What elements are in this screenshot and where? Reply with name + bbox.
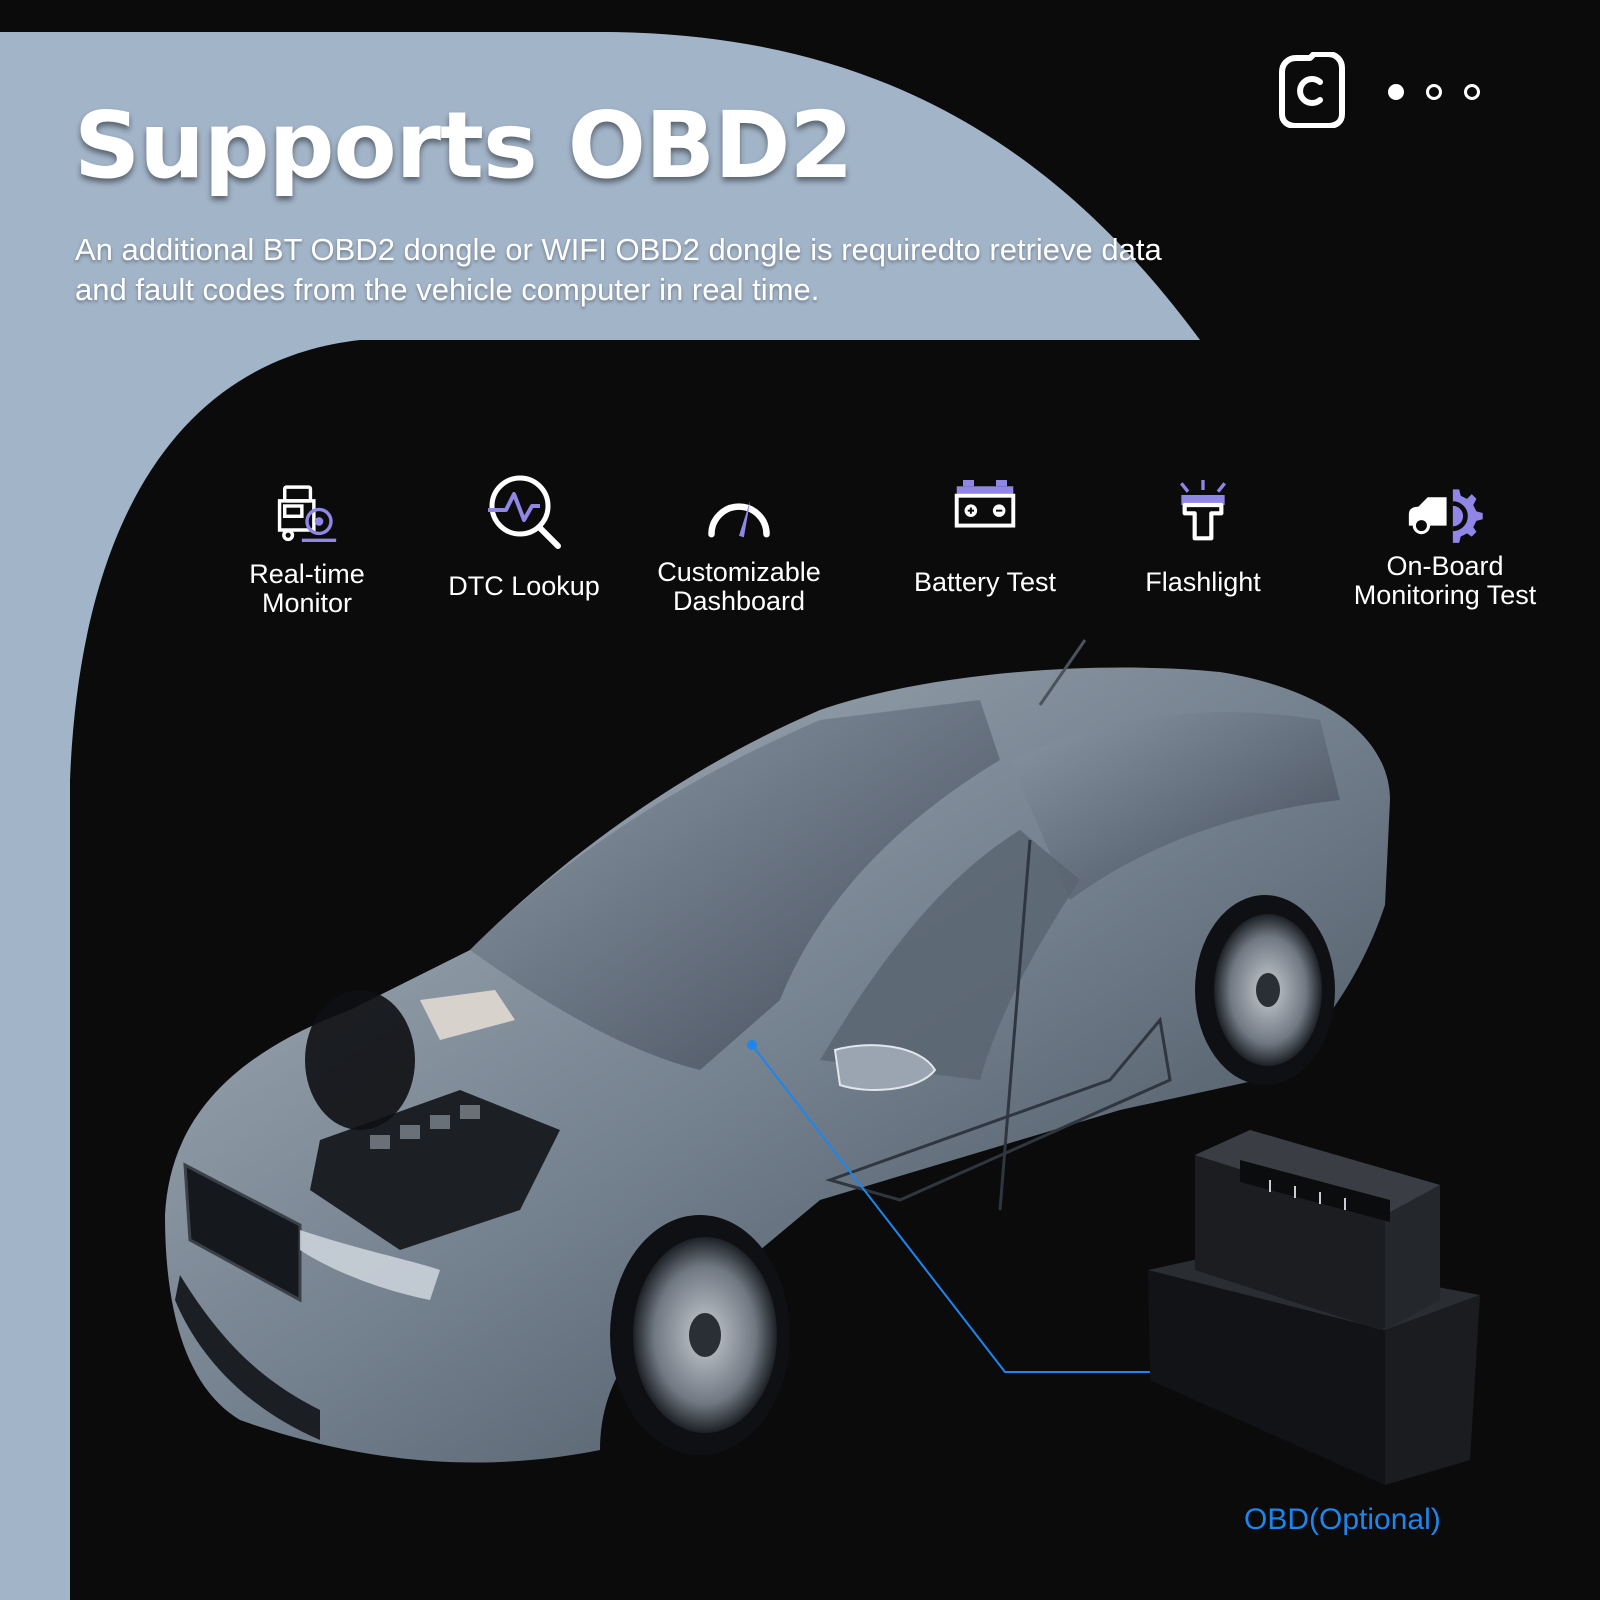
feature-dtc-lookup: DTC Lookup — [419, 470, 629, 601]
pager-dot-2[interactable] — [1426, 84, 1442, 100]
pager-dot-1[interactable] — [1388, 84, 1404, 100]
battery-icon — [954, 480, 1016, 528]
car-body — [165, 639, 1390, 1463]
truck-gauge-icon — [277, 485, 337, 542]
feature-label: Flashlight — [1145, 567, 1261, 597]
rear-wheel — [1195, 895, 1335, 1085]
obd-optional-label: OBD(Optional) — [1244, 1503, 1441, 1536]
speedometer-icon — [708, 500, 770, 538]
flashlight-icon — [1180, 480, 1226, 541]
brand-logo-icon — [1279, 52, 1345, 128]
front-wheel-left — [305, 990, 415, 1130]
front-wheel — [610, 1215, 790, 1455]
page-title: Supports OBD2 — [74, 92, 854, 199]
slide-pager — [1388, 84, 1480, 100]
feature-label: Battery Test — [913, 567, 1057, 597]
feature-flashlight: Flashlight — [1098, 480, 1308, 597]
feature-label: DTC Lookup — [448, 571, 600, 601]
car-gear-icon — [1408, 489, 1483, 543]
pager-dot-3[interactable] — [1464, 84, 1480, 100]
obd-dongle — [1148, 1130, 1480, 1485]
feature-battery-test: Battery Test — [880, 480, 1090, 597]
page-subtitle: An additional BT OBD2 dongle or WIFI OBD… — [75, 232, 1162, 307]
magnifier-pulse-icon — [488, 475, 561, 549]
